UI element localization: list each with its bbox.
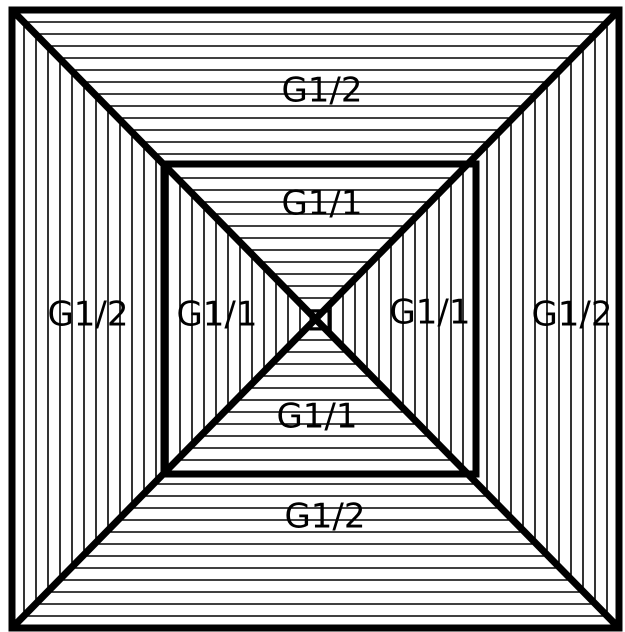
label-outer-top: G1/2 bbox=[281, 71, 362, 111]
diagonal-top-right-to-bottom-left bbox=[9, 7, 622, 631]
label-outer-right: G1/2 bbox=[531, 295, 612, 335]
structure-lines bbox=[8, 6, 623, 632]
label-inner-top: G1/1 bbox=[281, 184, 362, 224]
outer-square bbox=[8, 6, 623, 632]
inner-square bbox=[160, 160, 480, 478]
label-inner-right: G1/1 bbox=[389, 293, 470, 333]
label-inner-left: G1/1 bbox=[176, 295, 257, 335]
label-outer-left: G1/2 bbox=[47, 295, 128, 335]
label-outer-bottom: G1/2 bbox=[284, 497, 365, 537]
hatch-lines bbox=[23, 21, 608, 617]
center-small-square bbox=[309, 309, 331, 331]
label-inner-bottom: G1/1 bbox=[276, 397, 357, 437]
